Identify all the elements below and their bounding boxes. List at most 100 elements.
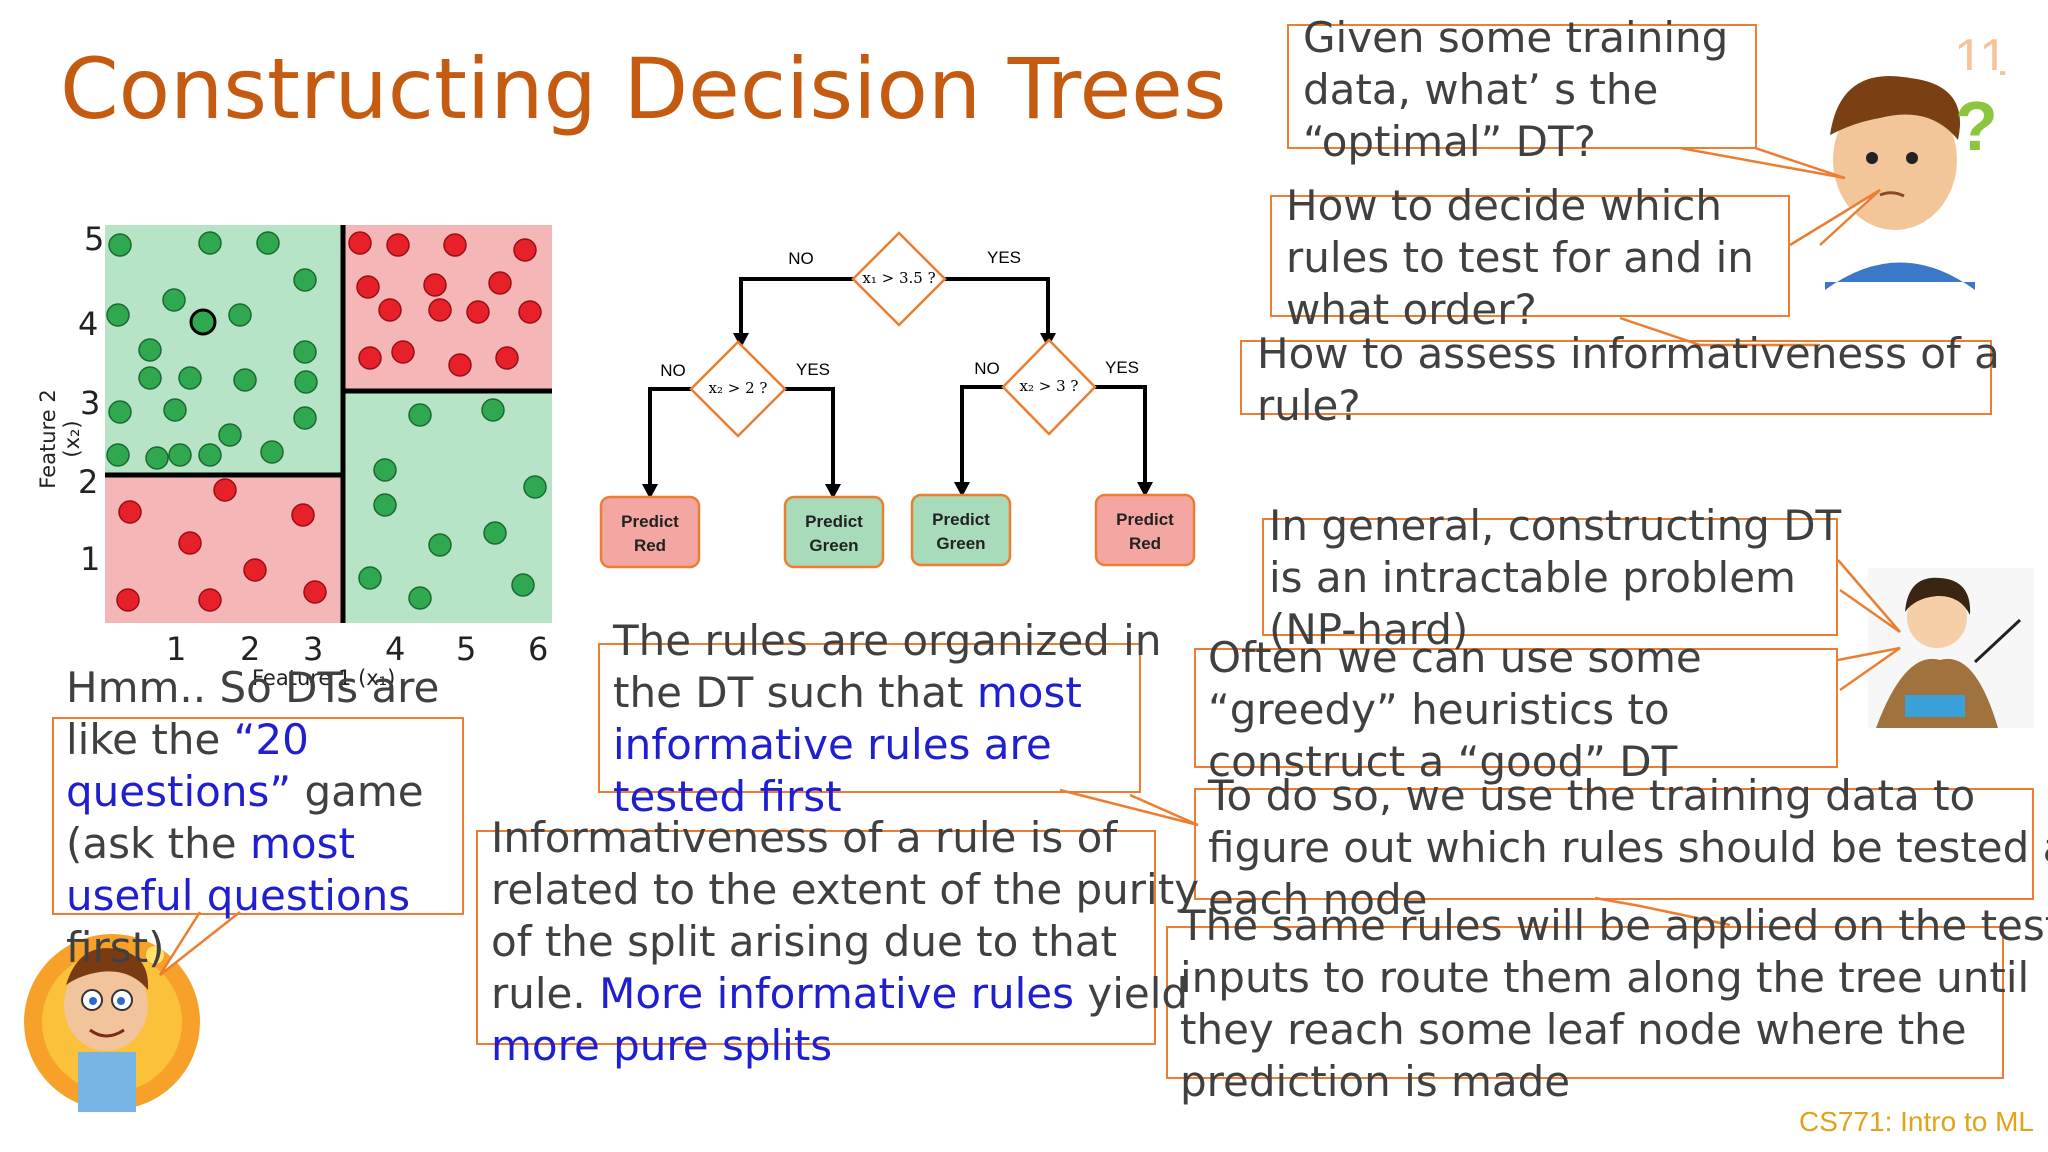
- scatter-point: [358, 566, 382, 590]
- x-axis-label: Feature 1 (x₁): [252, 666, 396, 690]
- scatter-point: [466, 300, 490, 324]
- leaf-2-line2: Green: [809, 536, 858, 555]
- scatter-point: [178, 531, 202, 555]
- lightbulb-icon: [146, 946, 164, 964]
- callout-informativeness: Informativeness of a rule is of related …: [491, 813, 1200, 1070]
- question-mark-icon: ?: [1955, 87, 1998, 165]
- arrowhead: [642, 484, 658, 499]
- scatter-point: [443, 233, 467, 257]
- scatter-point: [260, 440, 284, 464]
- scatter-point: [218, 423, 242, 447]
- edge-right-no: [960, 385, 1003, 487]
- scatter-point: [116, 588, 140, 612]
- callout-frame-train: [1194, 788, 2034, 900]
- y-tick-3: 3: [80, 384, 101, 422]
- y-tick-5: 5: [84, 220, 105, 258]
- callout-organized: The rules are organized in the DT such t…: [613, 616, 1162, 821]
- leaf-3-line1: Predict: [932, 510, 990, 529]
- edge-label-no: NO: [788, 249, 814, 268]
- scatter-point: [348, 231, 372, 255]
- leaf-4-line1: Predict: [1116, 510, 1174, 529]
- callout-frame-greedy: [1194, 648, 1838, 768]
- scatter-point: [145, 446, 169, 470]
- callout-frame-q1: [1287, 24, 1757, 149]
- callout-frame-organized: [598, 643, 1141, 793]
- edge-label-yes: YES: [1105, 358, 1139, 377]
- course-footer: CS771: Intro to ML: [1798, 1106, 2034, 1137]
- scatter-point: [408, 586, 432, 610]
- pointer-organized: [1059, 788, 1199, 827]
- scatter-point: [488, 271, 512, 295]
- scatter-point: [481, 398, 505, 422]
- scatter-point: [256, 231, 280, 255]
- confused-boy-illustration: ?: [1800, 70, 2000, 290]
- pointer-hmm: [158, 911, 241, 976]
- x-tick-1: 1: [166, 630, 187, 668]
- scatter-point: [198, 231, 222, 255]
- arrowhead: [954, 482, 970, 497]
- scatter-point: [356, 275, 380, 299]
- callout-greedy: Often we can use some “greedy” heuristic…: [1208, 633, 1702, 786]
- scatter-point: [293, 406, 317, 430]
- scatter-point: [423, 273, 447, 297]
- scatter-point: [198, 443, 222, 467]
- scatter-points: [106, 231, 547, 612]
- callout-frame-hmm: [52, 717, 464, 915]
- scatter-point: [291, 503, 315, 527]
- scatter-point: [294, 370, 318, 394]
- pointer-q2: [1789, 188, 1881, 247]
- right-rule-text: x₂ > 3 ?: [1020, 377, 1079, 395]
- scatter-point: [118, 500, 142, 524]
- scatter-point: [108, 233, 132, 257]
- scatter-point: [386, 233, 410, 257]
- scatter-point: [178, 366, 202, 390]
- y-tick-2: 2: [78, 463, 99, 501]
- scatter-point: [213, 478, 237, 502]
- scatter-point: [198, 588, 222, 612]
- scatter-point: [448, 353, 472, 377]
- scatter-point: [106, 443, 130, 467]
- pointer-q1: [1679, 146, 1846, 180]
- callout-hmm: Hmm.. So DTs are like the “20 questions”…: [66, 663, 440, 972]
- callout-frame-np: [1262, 518, 1838, 636]
- scatter-point: [523, 475, 547, 499]
- leaf-box-2: [783, 495, 885, 569]
- leaf-1-line1: Predict: [621, 512, 679, 531]
- scatter-point: [428, 298, 452, 322]
- scatter-point: [293, 268, 317, 292]
- scatter-point: [138, 366, 162, 390]
- highlighted-test-point: [189, 308, 217, 336]
- left-rule-text: x₂ > 2 ?: [709, 379, 768, 397]
- scatter-point: [233, 368, 257, 392]
- x-tick-3: 3: [303, 630, 324, 668]
- scatter-point: [108, 400, 132, 424]
- leaf-box-1: [599, 495, 701, 569]
- scatter-point: [428, 533, 452, 557]
- edge-left-no: [648, 387, 691, 490]
- edge-right-yes: [1095, 385, 1147, 487]
- edge-label-no: NO: [660, 361, 686, 380]
- pointer-q3: [1619, 316, 1820, 347]
- callout-frame-q3: [1240, 340, 1992, 415]
- scatter-point: [495, 346, 519, 370]
- scatter-point: [162, 288, 186, 312]
- right-decision-diamond: [1001, 338, 1097, 436]
- edge-label-no: NO: [974, 359, 1000, 378]
- x-tick-6: 6: [528, 630, 549, 668]
- scatter-point: [513, 238, 537, 262]
- scatter-point: [138, 338, 162, 362]
- callout-frame-same: [1166, 926, 2004, 1079]
- leaf-1-line2: Red: [634, 536, 666, 555]
- scatter-point: [358, 346, 382, 370]
- edge-root-no: [739, 277, 853, 333]
- edge-root-yes: [945, 277, 1050, 333]
- scatter-point: [303, 580, 327, 604]
- scatter-point: [511, 573, 535, 597]
- scatter-point: [168, 443, 192, 467]
- scatter-point: [373, 458, 397, 482]
- edge-left-yes: [785, 387, 835, 490]
